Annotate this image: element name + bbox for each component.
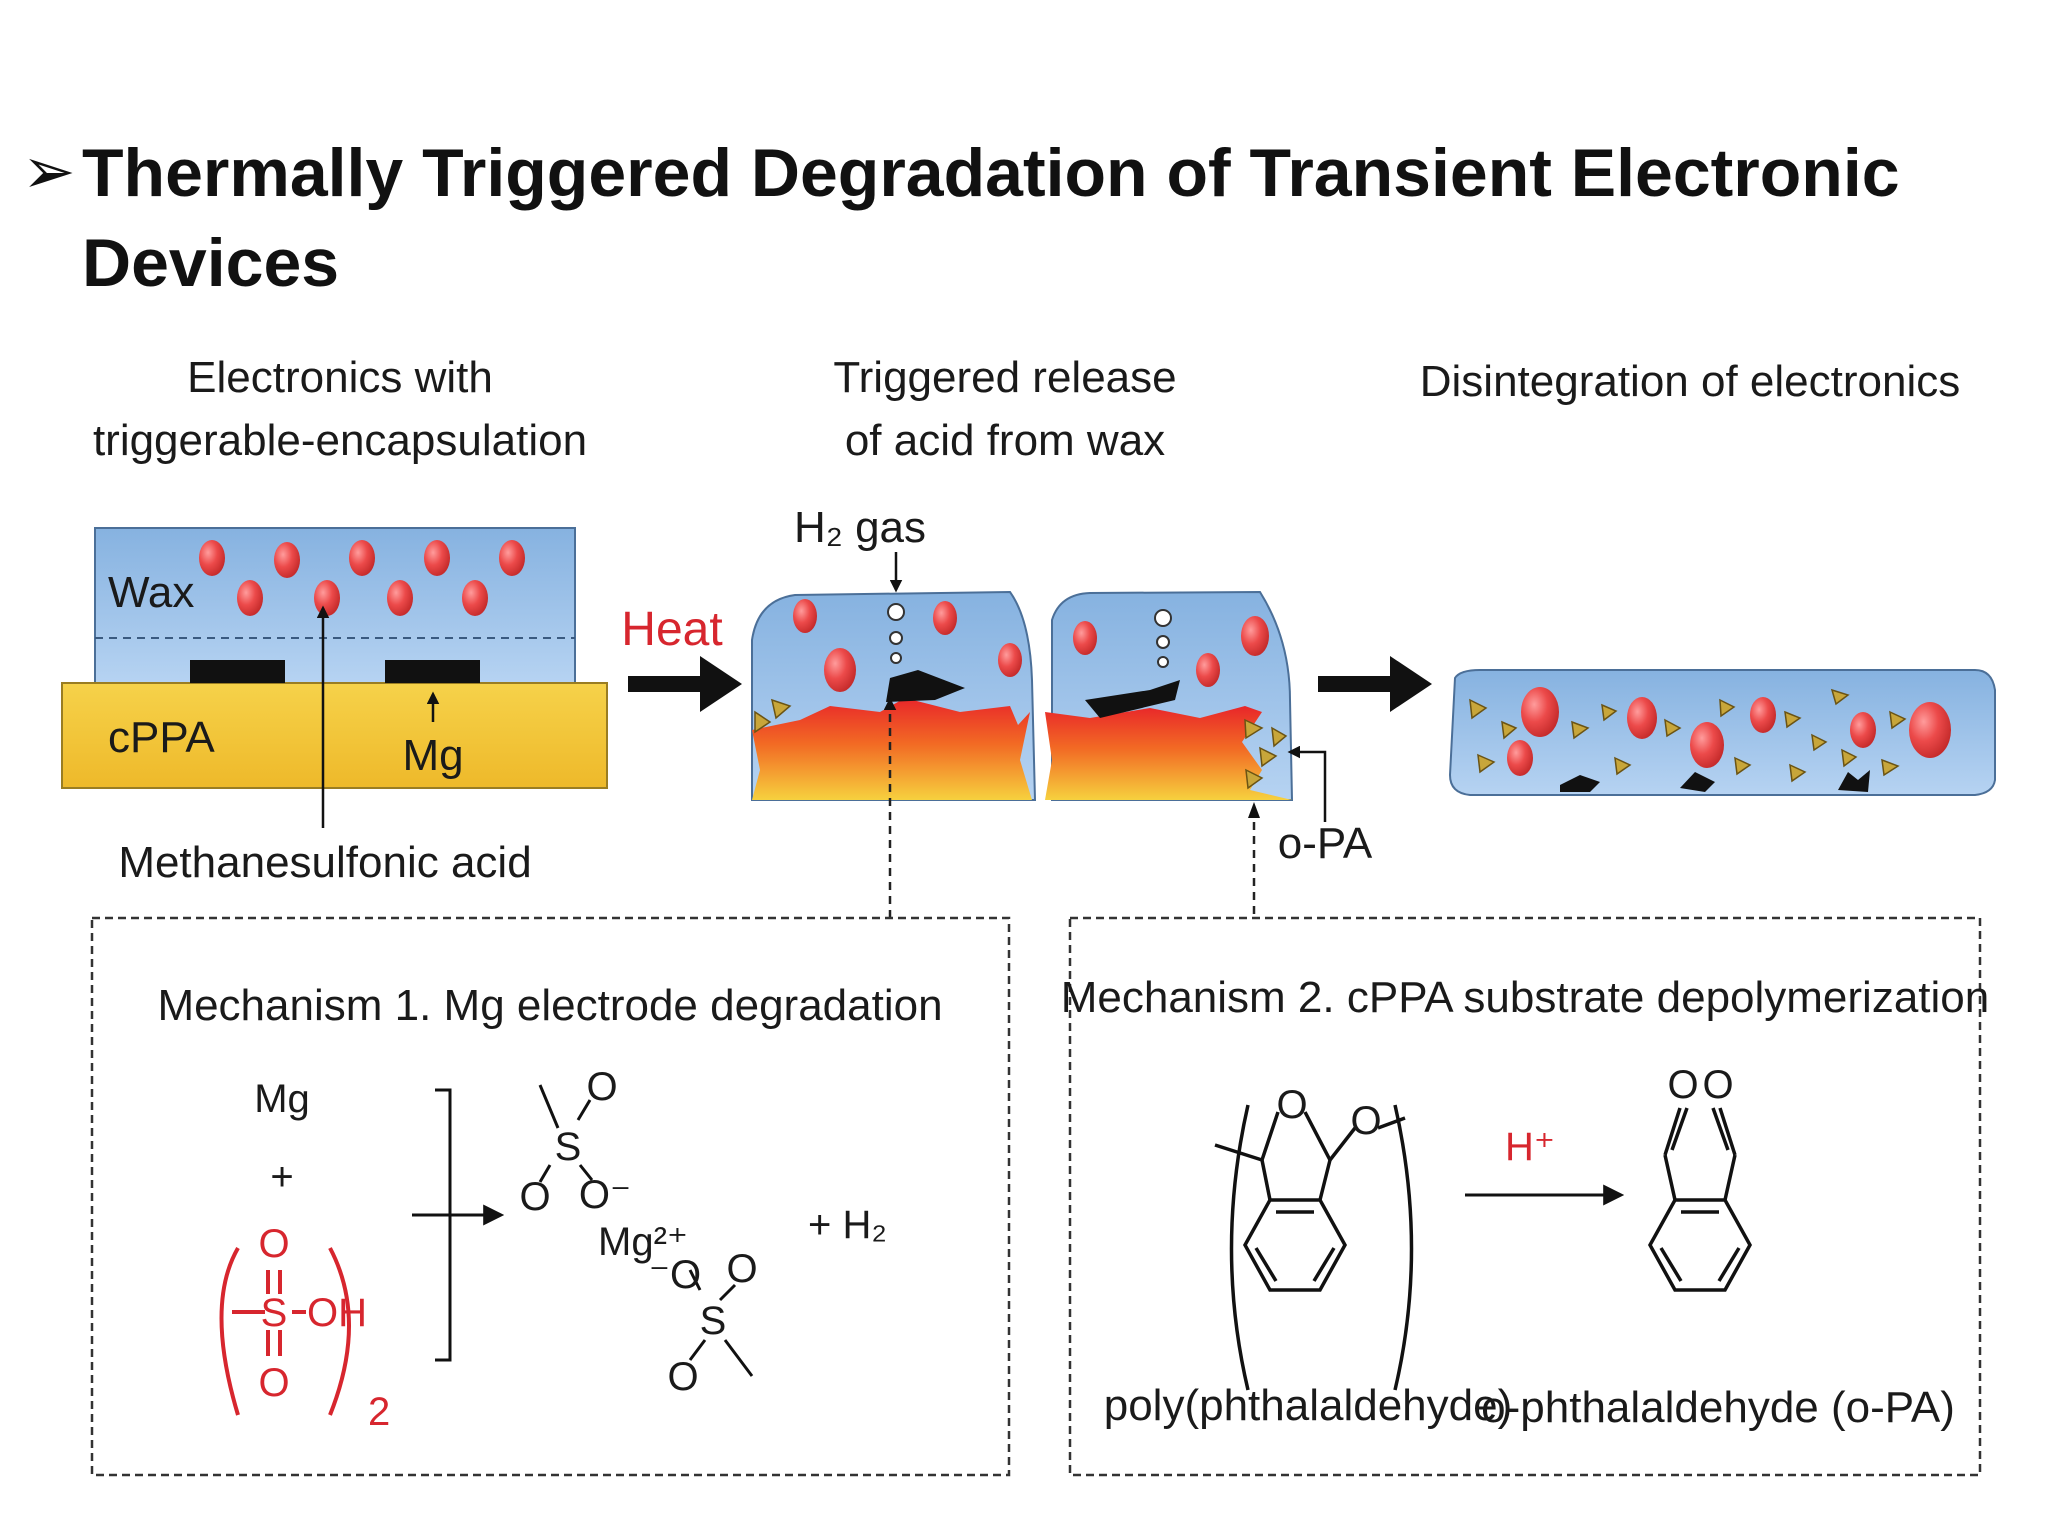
mechanism2-title: Mechanism 2. cPPA substrate depolymeriza…: [1061, 973, 1990, 1022]
svg-text:S: S: [261, 1291, 288, 1335]
left-heading-line2: triggerable-encapsulation: [93, 416, 587, 465]
mesylate-structure-1: [538, 1084, 594, 1183]
mg-label: Mg: [402, 731, 463, 780]
mg-electrode-right: [385, 660, 480, 683]
mechanism2-box: Mechanism 2. cPPA substrate depolymeriza…: [1061, 916, 1990, 1477]
disintegration-arrow: [1318, 656, 1432, 712]
opa-pointer-arrow: [1287, 745, 1327, 822]
svg-text:O: O: [726, 1247, 757, 1291]
mechanism1-oh: OH: [307, 1291, 367, 1335]
disintegrated-opa-triangles: [1469, 688, 1907, 783]
svg-text:S: S: [700, 1299, 727, 1343]
heat-arrow: [628, 656, 742, 712]
svg-text:O: O: [586, 1065, 617, 1109]
acid-label: Methanesulfonic acid: [118, 838, 531, 887]
mechanism1-mg2: Mg²⁺: [598, 1220, 688, 1264]
svg-text:O: O: [1702, 1063, 1733, 1107]
mg-fragment-right: [1085, 680, 1180, 718]
middle-heading-line1: Triggered release: [833, 353, 1176, 402]
svg-text:⁻O: ⁻O: [649, 1253, 701, 1297]
svg-text:O: O: [1667, 1063, 1698, 1107]
mechanism1-mg: Mg: [254, 1077, 310, 1121]
svg-text:O: O: [258, 1222, 289, 1266]
disintegrated-mg-fragments: [1560, 770, 1870, 792]
slide-title: Thermally Triggered Degradation of Trans…: [82, 135, 1900, 301]
cppa-label: cPPA: [108, 713, 215, 762]
mechanism1-title: Mechanism 1. Mg electrode degradation: [157, 981, 942, 1030]
svg-text:O: O: [258, 1361, 289, 1405]
disintegrated-device: [1448, 669, 1996, 796]
mg-fragment-left: [886, 670, 965, 702]
degrading-device: [751, 590, 1294, 801]
svg-text:O: O: [667, 1355, 698, 1399]
svg-text:O⁻: O⁻: [579, 1173, 631, 1217]
arrow-bullet-icon: ➢: [22, 135, 76, 207]
opa-triangles: [754, 698, 1288, 790]
acid-drops: [199, 540, 525, 616]
mechanism1-subscript: 2: [368, 1390, 390, 1434]
opa-label: o-PA: [1278, 819, 1373, 868]
o-phthalaldehyde-label: o-phthalaldehyde (o-PA): [1481, 1383, 1955, 1432]
wax-label: Wax: [108, 568, 194, 617]
svg-text:O: O: [1276, 1083, 1307, 1127]
svg-text:S: S: [555, 1125, 582, 1169]
mechanism1-plus: +: [270, 1155, 293, 1199]
o-phthalaldehyde-structure: [1647, 1107, 1753, 1292]
heat-label: Heat: [621, 603, 722, 656]
svg-text:O: O: [1350, 1099, 1381, 1143]
h2-gas-label: H₂ gas: [794, 503, 926, 552]
mechanism2-catalyst: H⁺: [1505, 1125, 1555, 1169]
left-heading-line1: Electronics with: [187, 353, 493, 402]
right-heading: Disintegration of electronics: [1420, 357, 1960, 406]
methanesulfonic-acid-structure: [219, 1246, 351, 1416]
mg-electrode-left: [190, 660, 285, 683]
burning-cppa-right: [1045, 706, 1292, 800]
h2-bubbles: [887, 603, 1172, 668]
svg-text:O: O: [519, 1175, 550, 1219]
mechanism2-connector-head: [1248, 802, 1260, 818]
mechanism1-box: Mechanism 1. Mg electrode degradation Mg…: [90, 916, 1011, 1477]
cppa-substrate: [61, 682, 608, 789]
mechanism1-plus-h2: + H₂: [808, 1203, 887, 1247]
poly-phthalaldehyde-label: poly(phthalaldehyde): [1104, 1381, 1513, 1430]
mesylate-structure-2: [688, 1269, 754, 1377]
middle-heading-line2: of acid from wax: [845, 416, 1165, 465]
burning-cppa-left: [752, 698, 1032, 800]
intact-device: Wax cPPA Mg Methanesulfonic acid: [61, 527, 608, 887]
disintegrated-wax: [1448, 669, 1996, 796]
reaction-bracket: [435, 1088, 452, 1362]
poly-phthalaldehyde-structure: [1214, 1104, 1414, 1391]
